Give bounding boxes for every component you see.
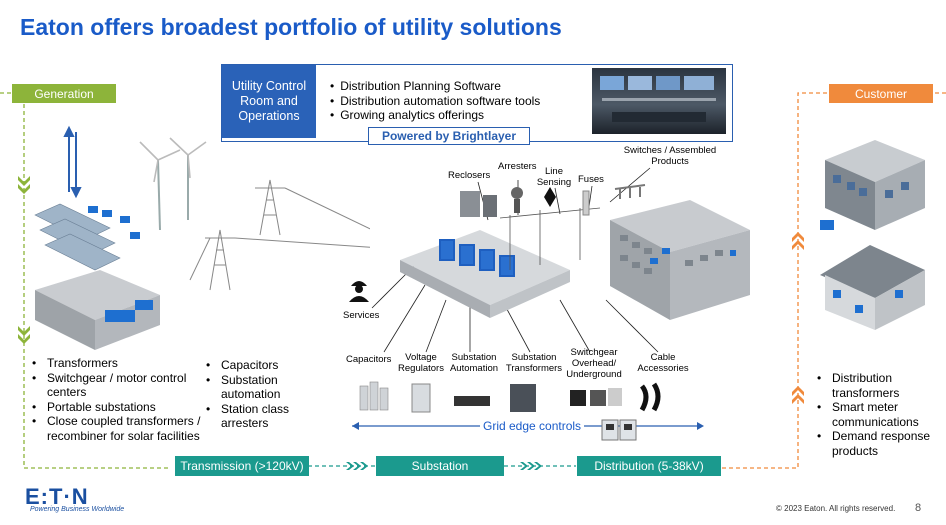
- list-item: Demand response products: [813, 429, 943, 458]
- label-substation-automation: Substation Automation: [449, 352, 499, 374]
- list-item: Station class arresters: [202, 402, 302, 431]
- powered-by-badge: Powered by Brightlayer: [368, 127, 530, 145]
- grid-edge-device-icon: [601, 419, 637, 441]
- control-room-item: Distribution automation software tools: [330, 94, 540, 109]
- label-substation-transformers: Substation Transformers: [505, 352, 563, 374]
- label-services: Services: [343, 310, 380, 321]
- list-item: Close coupled transformers / recombiner …: [28, 414, 203, 443]
- control-room-photo: [592, 68, 726, 134]
- control-room-item: Distribution Planning Software: [330, 79, 540, 94]
- eaton-tagline: Powering Business Worldwide: [30, 506, 125, 513]
- label-switches: Switches / Assembled Products: [623, 145, 717, 167]
- list-item: Transformers: [28, 356, 203, 371]
- customer-illustration: [820, 140, 925, 330]
- customer-tag: Customer: [829, 84, 933, 103]
- label-capacitors: Capacitors: [346, 354, 392, 365]
- customer-list: Distribution transformers Smart meter co…: [813, 371, 943, 458]
- generation-illustration: [34, 125, 370, 350]
- transmission-bar: Transmission (>120kV): [175, 456, 309, 476]
- label-fuses: Fuses: [578, 174, 604, 185]
- control-room-list: Distribution Planning Software Distribut…: [330, 79, 540, 123]
- list-item: Smart meter communications: [813, 400, 943, 429]
- eaton-logo: E:T·N: [25, 484, 89, 509]
- generation-list-1: Transformers Switchgear / motor control …: [28, 356, 203, 443]
- control-room-item: Growing analytics offerings: [330, 108, 540, 123]
- equipment-icons-bottom: [359, 381, 661, 413]
- substation-illustration: [400, 200, 750, 320]
- worker-icon: [349, 281, 369, 302]
- copyright: © 2023 Eaton. All rights reserved.: [776, 504, 896, 513]
- list-item: Capacitors: [202, 358, 302, 373]
- label-switchgear: Switchgear Overhead/ Underground: [566, 347, 622, 380]
- grid-edge-label: Grid edge controls: [480, 419, 585, 433]
- label-line-sensing: Line Sensing: [536, 166, 572, 188]
- distribution-bar: Distribution (5-38kV): [577, 456, 721, 476]
- generation-tag: Generation: [12, 84, 116, 103]
- list-item: Portable substations: [28, 400, 203, 415]
- list-item: Switchgear / motor control centers: [28, 371, 203, 400]
- label-arresters: Arresters: [498, 161, 537, 172]
- list-item: Substation automation: [202, 373, 302, 402]
- label-cable-accessories: Cable Accessories: [637, 352, 689, 374]
- label-voltage-regulators: Voltage Regulators: [398, 352, 444, 374]
- page-number: 8: [915, 502, 922, 514]
- generation-list-2: Capacitors Substation automation Station…: [202, 358, 302, 431]
- equipment-icons-top: [460, 184, 646, 217]
- substation-bar: Substation: [376, 456, 504, 476]
- page-title: Eaton offers broadest portfolio of utili…: [20, 14, 562, 40]
- control-room-title: Utility Control Room and Operations: [222, 65, 316, 138]
- list-item: Distribution transformers: [813, 371, 943, 400]
- label-reclosers: Reclosers: [448, 170, 491, 181]
